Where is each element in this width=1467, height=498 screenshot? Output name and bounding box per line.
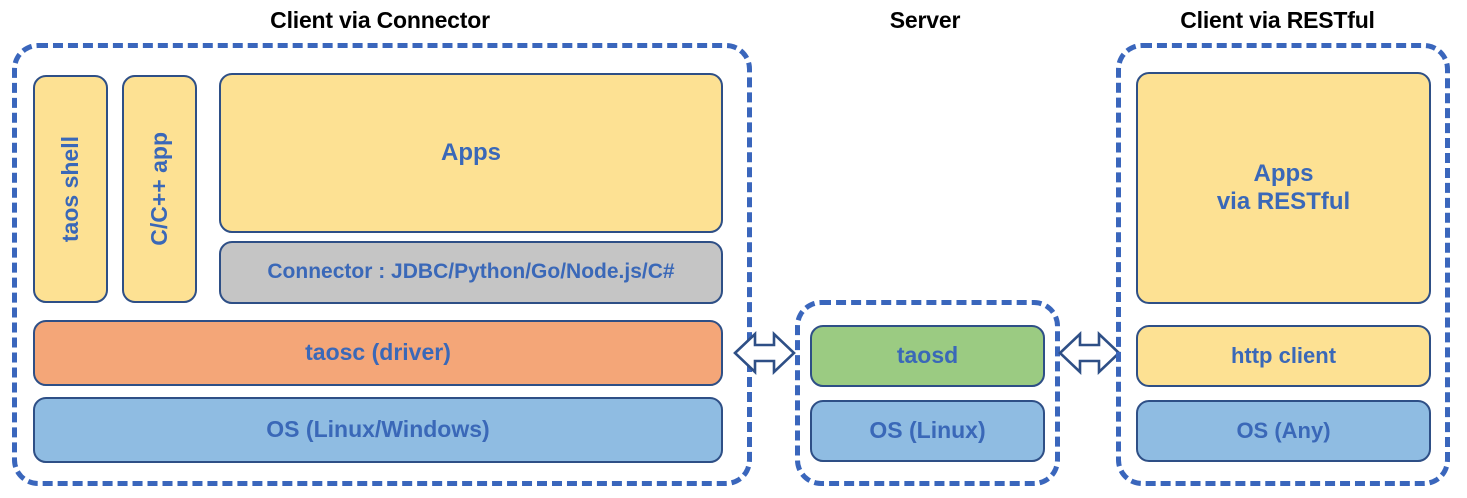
group-client-via-restful [1116,43,1450,486]
box-taos-shell-label: taos shell [56,135,83,243]
box-apps-via-restful-text: Apps via RESTful [1217,160,1350,217]
box-os-linux-label: OS (Linux) [869,417,986,444]
section-title-client-restful: Client via RESTful [1180,7,1375,33]
section-title-client-connector: Client via Connector [270,7,490,33]
box-taosc-driver-label: taosc (driver) [305,339,451,366]
box-apps-via-restful[interactable]: Apps via RESTful [1136,72,1431,304]
box-http-client[interactable]: http client [1136,325,1431,387]
double-arrow-icon-right [1058,327,1121,379]
box-apps-via-restful-line2: via RESTful [1216,188,1351,215]
group-server [795,300,1060,486]
box-http-client-label: http client [1230,343,1337,369]
box-taosc-driver[interactable]: taosc (driver) [33,320,723,386]
box-os-linux-windows[interactable]: OS (Linux/Windows) [33,397,723,463]
double-arrow-icon-left [733,327,796,379]
box-os-linux[interactable]: OS (Linux) [810,400,1045,462]
box-os-linux-windows-label: OS (Linux/Windows) [266,416,490,443]
box-apps-label: Apps [441,138,501,166]
group-client-via-connector [12,43,752,486]
box-taosd-label: taosd [896,342,959,369]
section-title-server: Server [889,7,961,33]
box-connector-label: Connector : JDBC/Python/Go/Node.js/C# [267,260,675,284]
box-apps-via-restful-line1: Apps [1253,159,1314,187]
box-c-cpp-app-label: C/C++ app [145,132,172,246]
box-apps[interactable]: Apps [219,73,723,233]
box-connector[interactable]: Connector : JDBC/Python/Go/Node.js/C# [219,241,723,304]
box-c-cpp-app[interactable]: C/C++ app [122,75,197,303]
box-os-any-label: OS (Any) [1236,418,1331,444]
box-os-any[interactable]: OS (Any) [1136,400,1431,462]
box-taos-shell[interactable]: taos shell [33,75,108,303]
box-taosd[interactable]: taosd [810,325,1045,387]
